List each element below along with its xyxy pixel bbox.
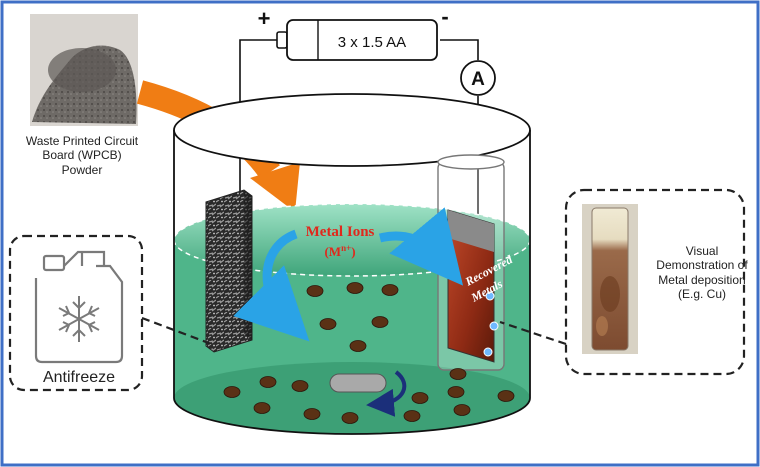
anode-block [205, 189, 253, 353]
snowflake-icon [58, 296, 100, 342]
metal-beads [223, 282, 515, 424]
antifreeze-jug-icon [34, 250, 124, 364]
metal-bead [453, 404, 471, 416]
metal-bead [403, 410, 421, 422]
deposit-bubble [489, 321, 499, 331]
visual-demonstration-label: Visual Demonstration of Metal deposition… [656, 244, 748, 302]
antifreeze-label: Antifreeze [42, 369, 116, 386]
metal-bead [411, 392, 429, 404]
stir-rotation-arrow [366, 370, 407, 417]
metal-bead [497, 390, 515, 402]
metal-bead [346, 282, 364, 294]
metal-bead [306, 285, 324, 297]
wpcb-powder-photo [30, 14, 138, 126]
ammeter-label: A [471, 69, 485, 90]
metal-bead [447, 386, 465, 398]
metal-bead [291, 380, 309, 392]
ion-flow-arrow-top [378, 207, 464, 286]
metal-bead [303, 408, 321, 420]
deposit-bubble [485, 291, 495, 301]
metal-bead [349, 340, 367, 352]
metal-bead [253, 402, 271, 414]
metal-ions-formula: (Mn+) [324, 243, 355, 259]
ion-flow-arrow-left [233, 229, 310, 342]
antifreeze-callout [8, 234, 215, 392]
stir-bar [329, 373, 387, 393]
metal-bead [449, 368, 467, 380]
visual-demo-callout [499, 188, 746, 376]
battery-label: 3 x 1.5 AA [338, 34, 406, 51]
metal-bead [381, 284, 399, 296]
metal-ions-label: Metal Ions [306, 224, 375, 240]
metal-bead [223, 386, 241, 398]
metal-bead [371, 316, 389, 328]
deposit-bubble [483, 347, 493, 357]
metal-bead [259, 376, 277, 388]
wpcb-powder-label: Waste Printed Circuit Board (WPCB) Powde… [25, 134, 139, 177]
beaker-base-edge [173, 397, 531, 435]
positive-terminal-label: + [258, 6, 271, 31]
copper-deposit-photo [582, 204, 638, 354]
metal-bead [341, 412, 359, 424]
negative-terminal-label: - [441, 4, 448, 29]
ammeter: A [460, 60, 496, 96]
metal-bead [319, 318, 337, 330]
battery: 3 x 1.5 AA [276, 19, 438, 61]
